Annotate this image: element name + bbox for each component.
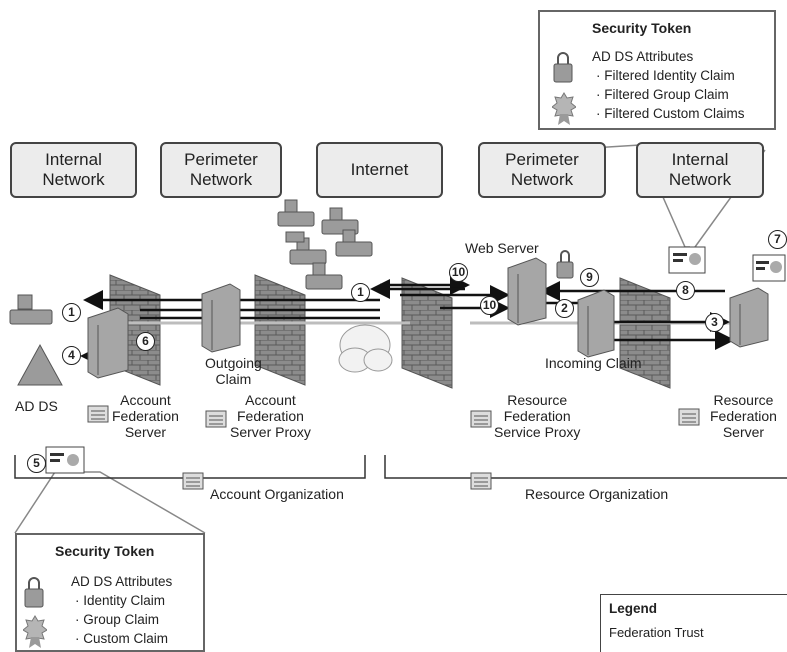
account-federation-server-proxy-label: Account Federation Server Proxy xyxy=(230,392,311,440)
federation-service-icon xyxy=(87,405,109,423)
step-badge-6: 6 xyxy=(136,332,155,351)
client-computers-icon xyxy=(277,199,373,290)
security-token-icon xyxy=(752,254,786,282)
firewall-2 xyxy=(254,274,306,386)
seal-award-icon xyxy=(552,92,576,125)
token-title: Security Token xyxy=(592,20,692,36)
account-federation-server-proxy-icon xyxy=(201,283,241,353)
step-badge-1: 1 xyxy=(62,303,81,322)
web-server-label: Web Server xyxy=(465,240,539,256)
token-claim: · Group Claim xyxy=(75,612,160,627)
zone-perimeter-network-right: Perimeter Network xyxy=(478,142,606,198)
federation-service-icon xyxy=(470,410,492,428)
security-token-icon xyxy=(45,446,85,474)
token-header: AD DS Attributes xyxy=(592,49,694,64)
firewall-4 xyxy=(619,277,671,389)
federation-service-icon xyxy=(182,472,204,490)
token-claim: · Custom Claim xyxy=(75,631,169,646)
security-token-top: Security Token AD DS Attributes · Filter… xyxy=(538,10,776,130)
security-token-icon xyxy=(668,246,706,274)
federation-service-icon xyxy=(205,410,227,428)
padlock-icon xyxy=(24,577,44,608)
ad-ds-label: AD DS xyxy=(15,398,58,414)
security-token-bottom: Security Token AD DS Attributes · Identi… xyxy=(15,533,205,652)
account-federation-server-label: Account Federation Server xyxy=(112,392,179,440)
step-badge-5: 5 xyxy=(27,454,46,473)
token-claim: · Filtered Custom Claims xyxy=(596,106,745,121)
resource-organization-label: Resource Organization xyxy=(525,486,669,502)
outgoing-claim-label: Outgoing Claim xyxy=(205,355,262,387)
token-title: Security Token xyxy=(55,543,155,559)
web-server-icon xyxy=(507,257,547,326)
firewall-3 xyxy=(401,277,453,389)
seal-award-icon xyxy=(23,615,47,648)
federation-service-icon xyxy=(678,408,700,426)
token-claim: · Identity Claim xyxy=(75,593,166,608)
ad-ds-pyramid-icon xyxy=(17,343,63,386)
resource-federation-service-proxy-label: Resource Federation Service Proxy xyxy=(494,392,581,440)
legend-item-federation-trust: Federation Trust xyxy=(609,625,704,640)
padlock-icon xyxy=(556,250,574,279)
resource-federation-server-icon xyxy=(729,287,769,348)
token-claim: · Filtered Identity Claim xyxy=(596,68,735,83)
resource-federation-service-proxy-icon xyxy=(577,289,615,358)
federation-service-icon xyxy=(470,472,492,490)
step-badge-10: 10 xyxy=(480,296,499,315)
user-computer-icon xyxy=(9,294,53,325)
step-badge-8: 8 xyxy=(676,281,695,300)
resource-org-bracket xyxy=(384,455,787,479)
step-badge-9: 9 xyxy=(580,268,599,287)
zone-perimeter-network-left: Perimeter Network xyxy=(160,142,282,198)
step-badge-7: 7 xyxy=(768,230,787,249)
step-badge-2: 2 xyxy=(555,299,574,318)
account-federation-server-icon xyxy=(87,307,129,379)
step-badge-3: 3 xyxy=(705,313,724,332)
step-badge-4: 4 xyxy=(62,346,81,365)
step-badge-1: 1 xyxy=(351,283,370,302)
step-badge-10: 10 xyxy=(449,263,468,282)
zone-internal-network-right: Internal Network xyxy=(636,142,764,198)
legend: Legend Federation Trust xyxy=(600,594,787,652)
account-organization-label: Account Organization xyxy=(210,486,344,502)
padlock-icon xyxy=(553,52,573,83)
token-header: AD DS Attributes xyxy=(71,574,173,589)
token-callout-line xyxy=(14,471,206,534)
legend-title: Legend xyxy=(609,601,658,616)
zone-internet: Internet xyxy=(316,142,443,198)
resource-federation-server-label: Resource Federation Server xyxy=(710,392,777,440)
token-claim: · Filtered Group Claim xyxy=(596,87,729,102)
zone-internal-network-left: Internal Network xyxy=(10,142,137,198)
internet-cloud-icon xyxy=(338,324,393,373)
incoming-claim-label: Incoming Claim xyxy=(545,355,642,371)
